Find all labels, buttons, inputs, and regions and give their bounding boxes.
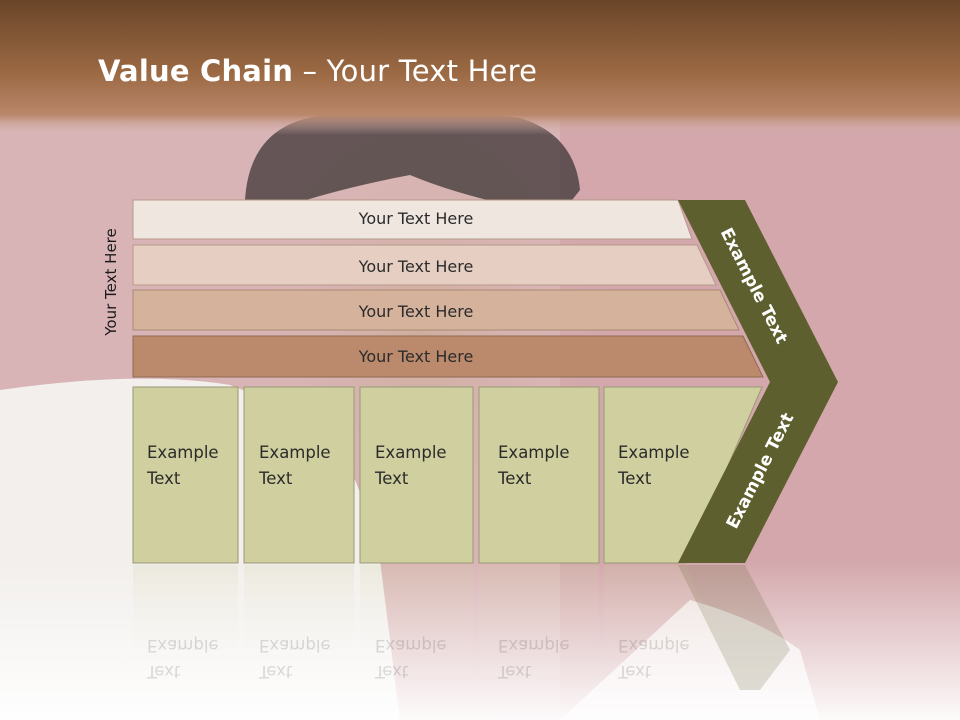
cell-5-line1: Example bbox=[618, 443, 690, 462]
band-4-text: Your Text Here bbox=[358, 347, 474, 366]
cell-3-shape bbox=[359, 386, 474, 564]
band-3-shape bbox=[132, 289, 740, 331]
cell-5-line2: Text bbox=[618, 469, 652, 488]
cell-1-line1: Example bbox=[147, 443, 219, 462]
band-1-text: Your Text Here bbox=[358, 209, 474, 228]
side-label: Your Text Here bbox=[102, 228, 120, 336]
cell-2-shape bbox=[243, 386, 355, 564]
band-2-text: Your Text Here bbox=[358, 257, 474, 276]
cell-1-line2: Text bbox=[147, 469, 181, 488]
title-bold: Value Chain bbox=[98, 54, 294, 88]
cell-4-shape bbox=[478, 386, 600, 564]
title-rest: – Your Text Here bbox=[293, 54, 538, 88]
cell-1-shape bbox=[132, 386, 239, 564]
cell-4-line1: Example bbox=[498, 443, 570, 462]
cell-3-line1: Example bbox=[375, 443, 447, 462]
band-2-shape bbox=[132, 244, 717, 286]
band-1-shape bbox=[132, 199, 693, 240]
cell-2-line1: Example bbox=[259, 443, 331, 462]
band-3-text: Your Text Here bbox=[358, 302, 474, 321]
band-4-shape bbox=[132, 335, 764, 378]
cell-3-line2: Text bbox=[375, 469, 409, 488]
cell-4-line2: Text bbox=[498, 469, 532, 488]
cell-2-line2: Text bbox=[259, 469, 293, 488]
chevron-shape bbox=[678, 200, 838, 563]
slide-title: Value Chain – Your Text Here bbox=[98, 54, 537, 88]
